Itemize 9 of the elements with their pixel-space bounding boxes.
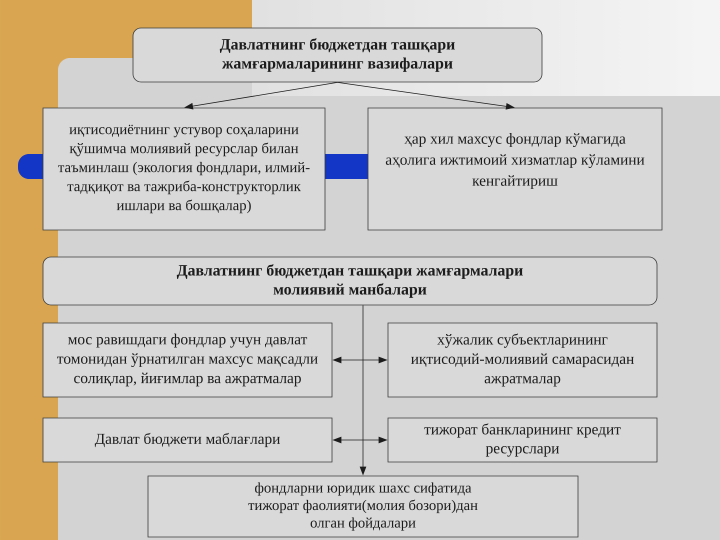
text-box: Давлат бюджети маблағлари bbox=[42, 418, 332, 462]
text-box: хўжалик субъектларининг иқтисодий-молиявий самарасидан ажратмалар bbox=[388, 322, 658, 398]
text-box: иқтисодиётнинг устувор соҳаларини қўшимча молиявий ресурслар билан таъминлаш (экология фондлари, илмий-тадқиқот ва тажриба-конструкторлик ишлари ва бошқалар) bbox=[42, 108, 326, 230]
heading-box: Давлатнинг бюджетдан ташқари жамғармаларининг вазифалари bbox=[132, 28, 542, 82]
text-box: тижорат банкларининг кредит ресурслари bbox=[388, 418, 658, 462]
text-box: мос равишдаги фондлар учун давлат томонидан ўрнатилган махсус мақсадли солиқлар, йиғимлар ва ажратмалар bbox=[42, 322, 332, 398]
text-box: ҳар хил махсус фондлар кўмагида аҳолига ижтимоий хизматлар кўламини кенгайтириш bbox=[368, 108, 662, 230]
heading-box: Давлатнинг бюджетдан ташқари жамғармалари молиявий манбалари bbox=[42, 256, 658, 306]
text-box: фондларни юридик шахс сифатида тижорат фаолияти(молия бозори)дан олган фойдалари bbox=[148, 476, 578, 538]
